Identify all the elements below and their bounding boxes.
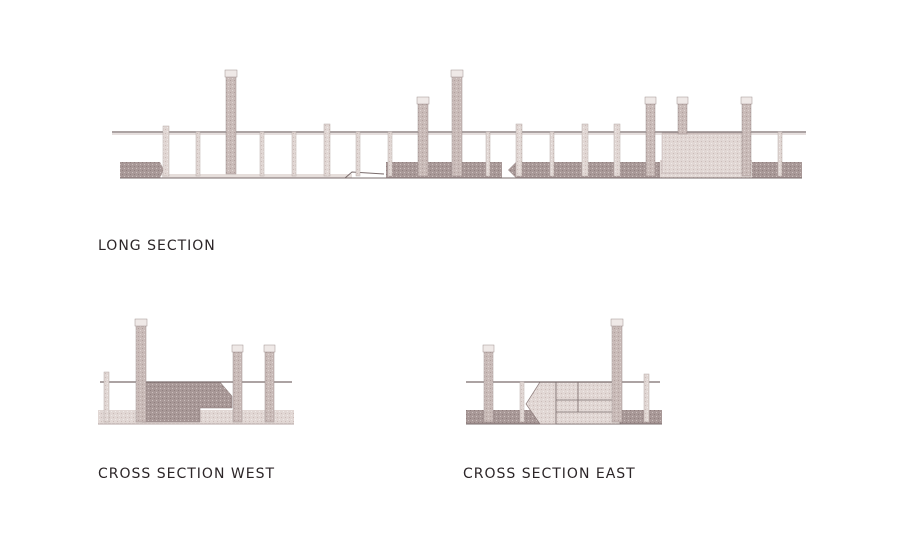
cross-section-east-caption: CROSS SECTION EAST — [463, 466, 636, 482]
west-columns — [103, 371, 110, 423]
cross-section-west-drawing — [98, 318, 294, 425]
west-towers — [134, 318, 276, 423]
east-towers — [482, 318, 624, 423]
long-section-columns — [162, 123, 783, 177]
west-main-volume — [141, 381, 233, 423]
long-section-caption: LONG SECTION — [98, 238, 216, 254]
cross-section-east-drawing — [466, 318, 662, 425]
east-room-block — [555, 381, 621, 425]
long-section-towers — [224, 69, 753, 177]
cross-section-west-caption: CROSS SECTION WEST — [98, 466, 276, 482]
east-columns — [519, 373, 650, 423]
long-section-drawing — [112, 69, 806, 179]
long-section-block — [661, 132, 751, 174]
